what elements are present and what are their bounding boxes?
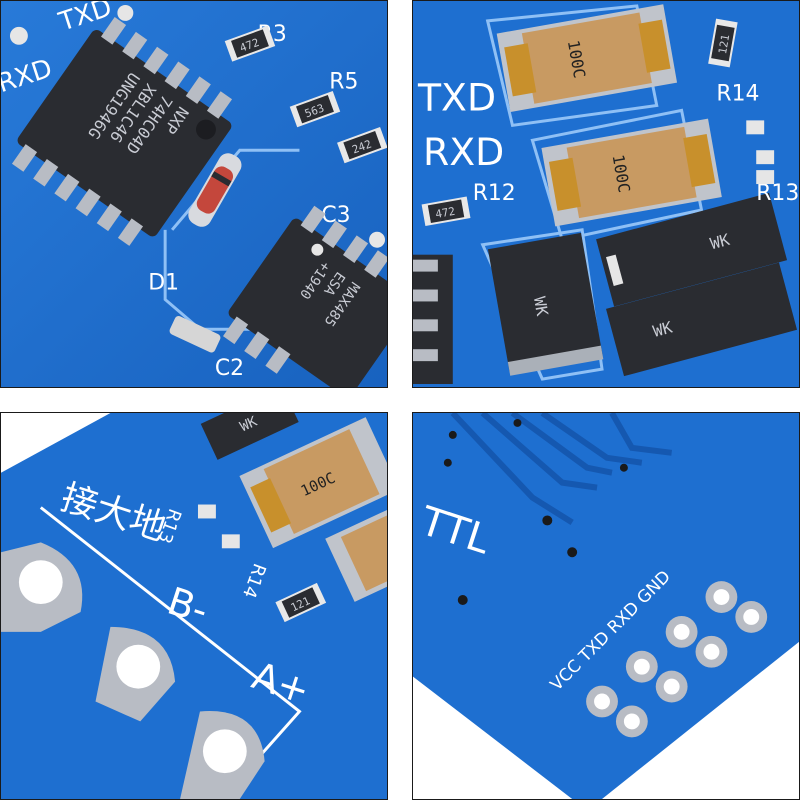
silk-r13: R13 — [756, 181, 799, 206]
pin-header-back-image: TTL VCC TXD RXD GND — [413, 413, 799, 799]
diode-code: WK — [238, 413, 261, 435]
tvs-diode-2 — [596, 192, 788, 307]
silk-r12: R12 — [473, 181, 516, 206]
silk-d1: D1 — [148, 271, 179, 296]
tvs-diode — [200, 413, 299, 460]
hc04-chip — [17, 29, 232, 237]
silk-c2: C2 — [215, 356, 244, 381]
panel-terminal-closeup: 接大地 B- A+ R13 R14 100C WK 121 — [0, 412, 388, 800]
max485-chip — [228, 218, 387, 387]
res-rx-code: 242 — [350, 137, 373, 156]
panel-capacitor-closeup: 100C 100C WK WK WK — [412, 0, 800, 388]
panel-ic-closeup: NXP 74HC04D XBL1C46 UNG1946G RXD TXD R3 … — [0, 0, 388, 388]
header-pins — [586, 581, 768, 738]
ic-closeup-image: NXP 74HC04D XBL1C46 UNG1946G RXD TXD R3 … — [1, 1, 387, 387]
silk-rxd: RXD — [423, 130, 504, 174]
terminal-pads — [1, 542, 265, 799]
capacitor-2 — [566, 126, 697, 219]
diode1-code: WK — [530, 295, 552, 318]
silk-r14: R14 — [716, 81, 759, 106]
tvs-diode-1 — [487, 232, 603, 372]
diode3-code: WK — [651, 317, 675, 340]
silk-r5: R5 — [329, 70, 358, 95]
silk-txd: TXD — [417, 75, 496, 119]
res-r12-code: 472 — [434, 205, 456, 221]
tvs-diode-3 — [606, 262, 798, 377]
glass-diode-d1 — [188, 153, 242, 227]
res-r14-code: 121 — [716, 33, 732, 55]
terminal-closeup-image: 接大地 B- A+ R13 R14 100C WK 121 — [1, 413, 387, 799]
panel-pin-header-back: TTL VCC TXD RXD GND — [412, 412, 800, 800]
capacitor-closeup-image: 100C 100C WK WK WK — [413, 1, 799, 387]
res-r3-code: 472 — [238, 36, 261, 55]
res-r5-code: 563 — [303, 101, 326, 120]
capacitor — [263, 429, 380, 535]
diode2-code: WK — [708, 230, 732, 253]
capacitor-1 — [521, 12, 652, 104]
